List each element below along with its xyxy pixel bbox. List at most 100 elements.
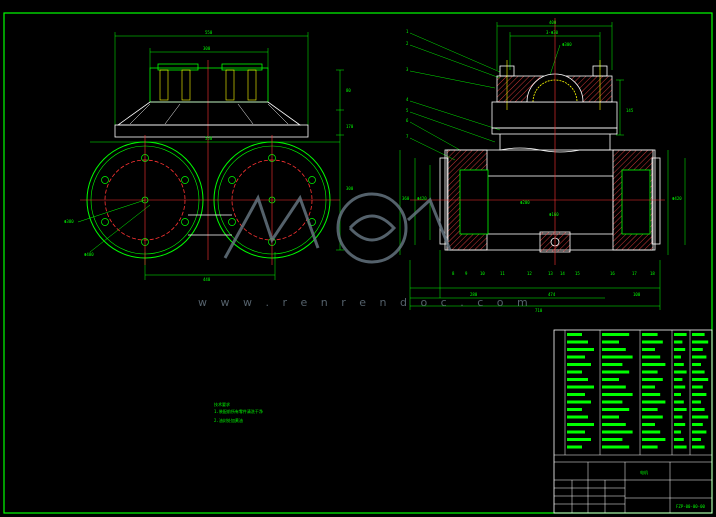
- bom-cell: [642, 385, 655, 389]
- bom-cell: [602, 355, 633, 359]
- right-view-dimensions: 400 3-Φ30 Φ300 145 360 Φ420 Φ200 Φ160 Φ4…: [402, 20, 682, 313]
- bom-cell: [567, 385, 594, 389]
- part-balloon-16: 16: [610, 271, 615, 276]
- dim-top-inner: 3-Φ30: [546, 30, 559, 35]
- bom-cell: [602, 430, 633, 434]
- part-balloon-2: 2: [406, 41, 409, 46]
- bom-cell: [642, 400, 666, 404]
- left-view-dimensions: 550 300 80 170 550 300 440 Φ380 Φ480: [64, 30, 354, 282]
- bom-cell: [642, 355, 661, 359]
- bom-cell: [692, 408, 705, 411]
- dim-base-height: 80: [346, 88, 351, 93]
- bom-cell: [674, 438, 684, 441]
- part-balloon-12: 12: [527, 271, 532, 276]
- bom-cell: [567, 438, 591, 441]
- bom-cell: [692, 340, 709, 344]
- bom-cell: [602, 438, 623, 441]
- bom-cell: [602, 340, 619, 344]
- dim-length-1: 280: [470, 292, 478, 297]
- bom-cell: [674, 370, 687, 374]
- bom-cell: [692, 333, 705, 336]
- part-balloon-18: 18: [650, 271, 655, 276]
- dim-top-width: 300: [203, 46, 211, 51]
- part-balloon-10: 10: [480, 271, 485, 276]
- title-drawing-code: FZP-00-00-00: [676, 504, 705, 509]
- dim-flange-height: 300: [346, 186, 354, 191]
- bom-cell: [692, 393, 707, 396]
- bom-cell: [602, 408, 630, 411]
- bom-cell: [567, 430, 585, 434]
- bom-cell: [567, 333, 582, 336]
- bom-cell: [642, 393, 661, 396]
- part-balloon-7: 7: [406, 134, 409, 139]
- bom-cell: [567, 393, 585, 396]
- drawing-frame: [3, 12, 713, 514]
- dim-inner-bore: Φ160: [549, 212, 559, 217]
- part-balloon-5: 5: [406, 108, 409, 113]
- dim-length-2: 474: [548, 292, 556, 297]
- bom-cell: [602, 370, 630, 374]
- bom-cell: [692, 348, 703, 351]
- part-balloon-6: 6: [406, 118, 409, 123]
- bom-cell: [674, 348, 686, 351]
- bom-cell: [674, 333, 687, 336]
- bom-cell: [602, 445, 630, 449]
- bom-cell: [692, 370, 705, 374]
- bom-cell: [674, 385, 686, 389]
- dim-length-3: 100: [633, 292, 641, 297]
- bom-cell: [602, 400, 623, 404]
- part-balloon-17: 17: [632, 271, 637, 276]
- part-balloon-11: 11: [500, 271, 505, 276]
- dim-mid-width: 550: [205, 136, 213, 141]
- renrendoc-logo-icon: [223, 192, 452, 264]
- bom-cell: [642, 415, 663, 419]
- bom-cell: [642, 378, 663, 381]
- bom-cell: [692, 378, 709, 381]
- part-balloon-4: 4: [406, 97, 409, 102]
- bom-cell: [674, 408, 687, 411]
- part-balloon-15: 15: [575, 271, 580, 276]
- notes-title: 技术要求: [214, 401, 230, 407]
- dim-top-outer: 400: [549, 20, 557, 25]
- bom-cell: [602, 378, 619, 381]
- technical-notes: 技术要求 1.装配前所有零件清洗干净 2.油封处加黄油: [214, 401, 263, 423]
- bom-cell: [692, 438, 701, 441]
- bom-cell: [674, 393, 681, 396]
- bom-cell: [567, 400, 591, 404]
- part-balloon-13: 13: [548, 271, 553, 276]
- bom-cell: [602, 333, 630, 336]
- bom-cell: [567, 415, 588, 419]
- bom-cell: [602, 363, 623, 366]
- dim-upper-height: 145: [626, 108, 634, 113]
- bom-cell: [642, 333, 658, 336]
- dim-flange-dia: Φ420: [417, 196, 427, 201]
- notes-line-1: 1.装配前所有零件清洗干净: [214, 408, 263, 414]
- dim-bolt-circle: Φ380: [64, 219, 74, 224]
- dim-overall-length: 710: [535, 308, 543, 313]
- dim-bore: Φ300: [562, 42, 572, 47]
- dim-housing-height: 360: [402, 196, 410, 201]
- right-view: [399, 18, 686, 310]
- watermark-url: w w w . r e n r e n d o c . c o m: [198, 296, 533, 309]
- bom-cell: [567, 408, 582, 411]
- bom-cell: [692, 355, 707, 359]
- bom-cell: [602, 348, 626, 351]
- dim-flange-right: Φ420: [672, 196, 682, 201]
- bom-cell: [602, 393, 633, 396]
- bom-cell: [642, 438, 666, 441]
- bom-cell: [674, 430, 681, 434]
- bom-cell: [642, 348, 655, 351]
- left-view: [77, 32, 344, 280]
- title-block: 电机 FZP-00-00-00: [554, 461, 712, 513]
- bom-cell: [602, 415, 619, 419]
- bom-cell: [567, 348, 594, 351]
- bom-cell: [674, 355, 681, 359]
- bom-cell: [567, 370, 582, 374]
- bom-cell: [674, 378, 683, 381]
- bom-cell: [692, 445, 705, 449]
- bom-cell: [567, 423, 594, 426]
- dim-shaft-dia: Φ200: [520, 200, 530, 205]
- bom-cell: [692, 385, 703, 389]
- bom-cell: [674, 423, 686, 426]
